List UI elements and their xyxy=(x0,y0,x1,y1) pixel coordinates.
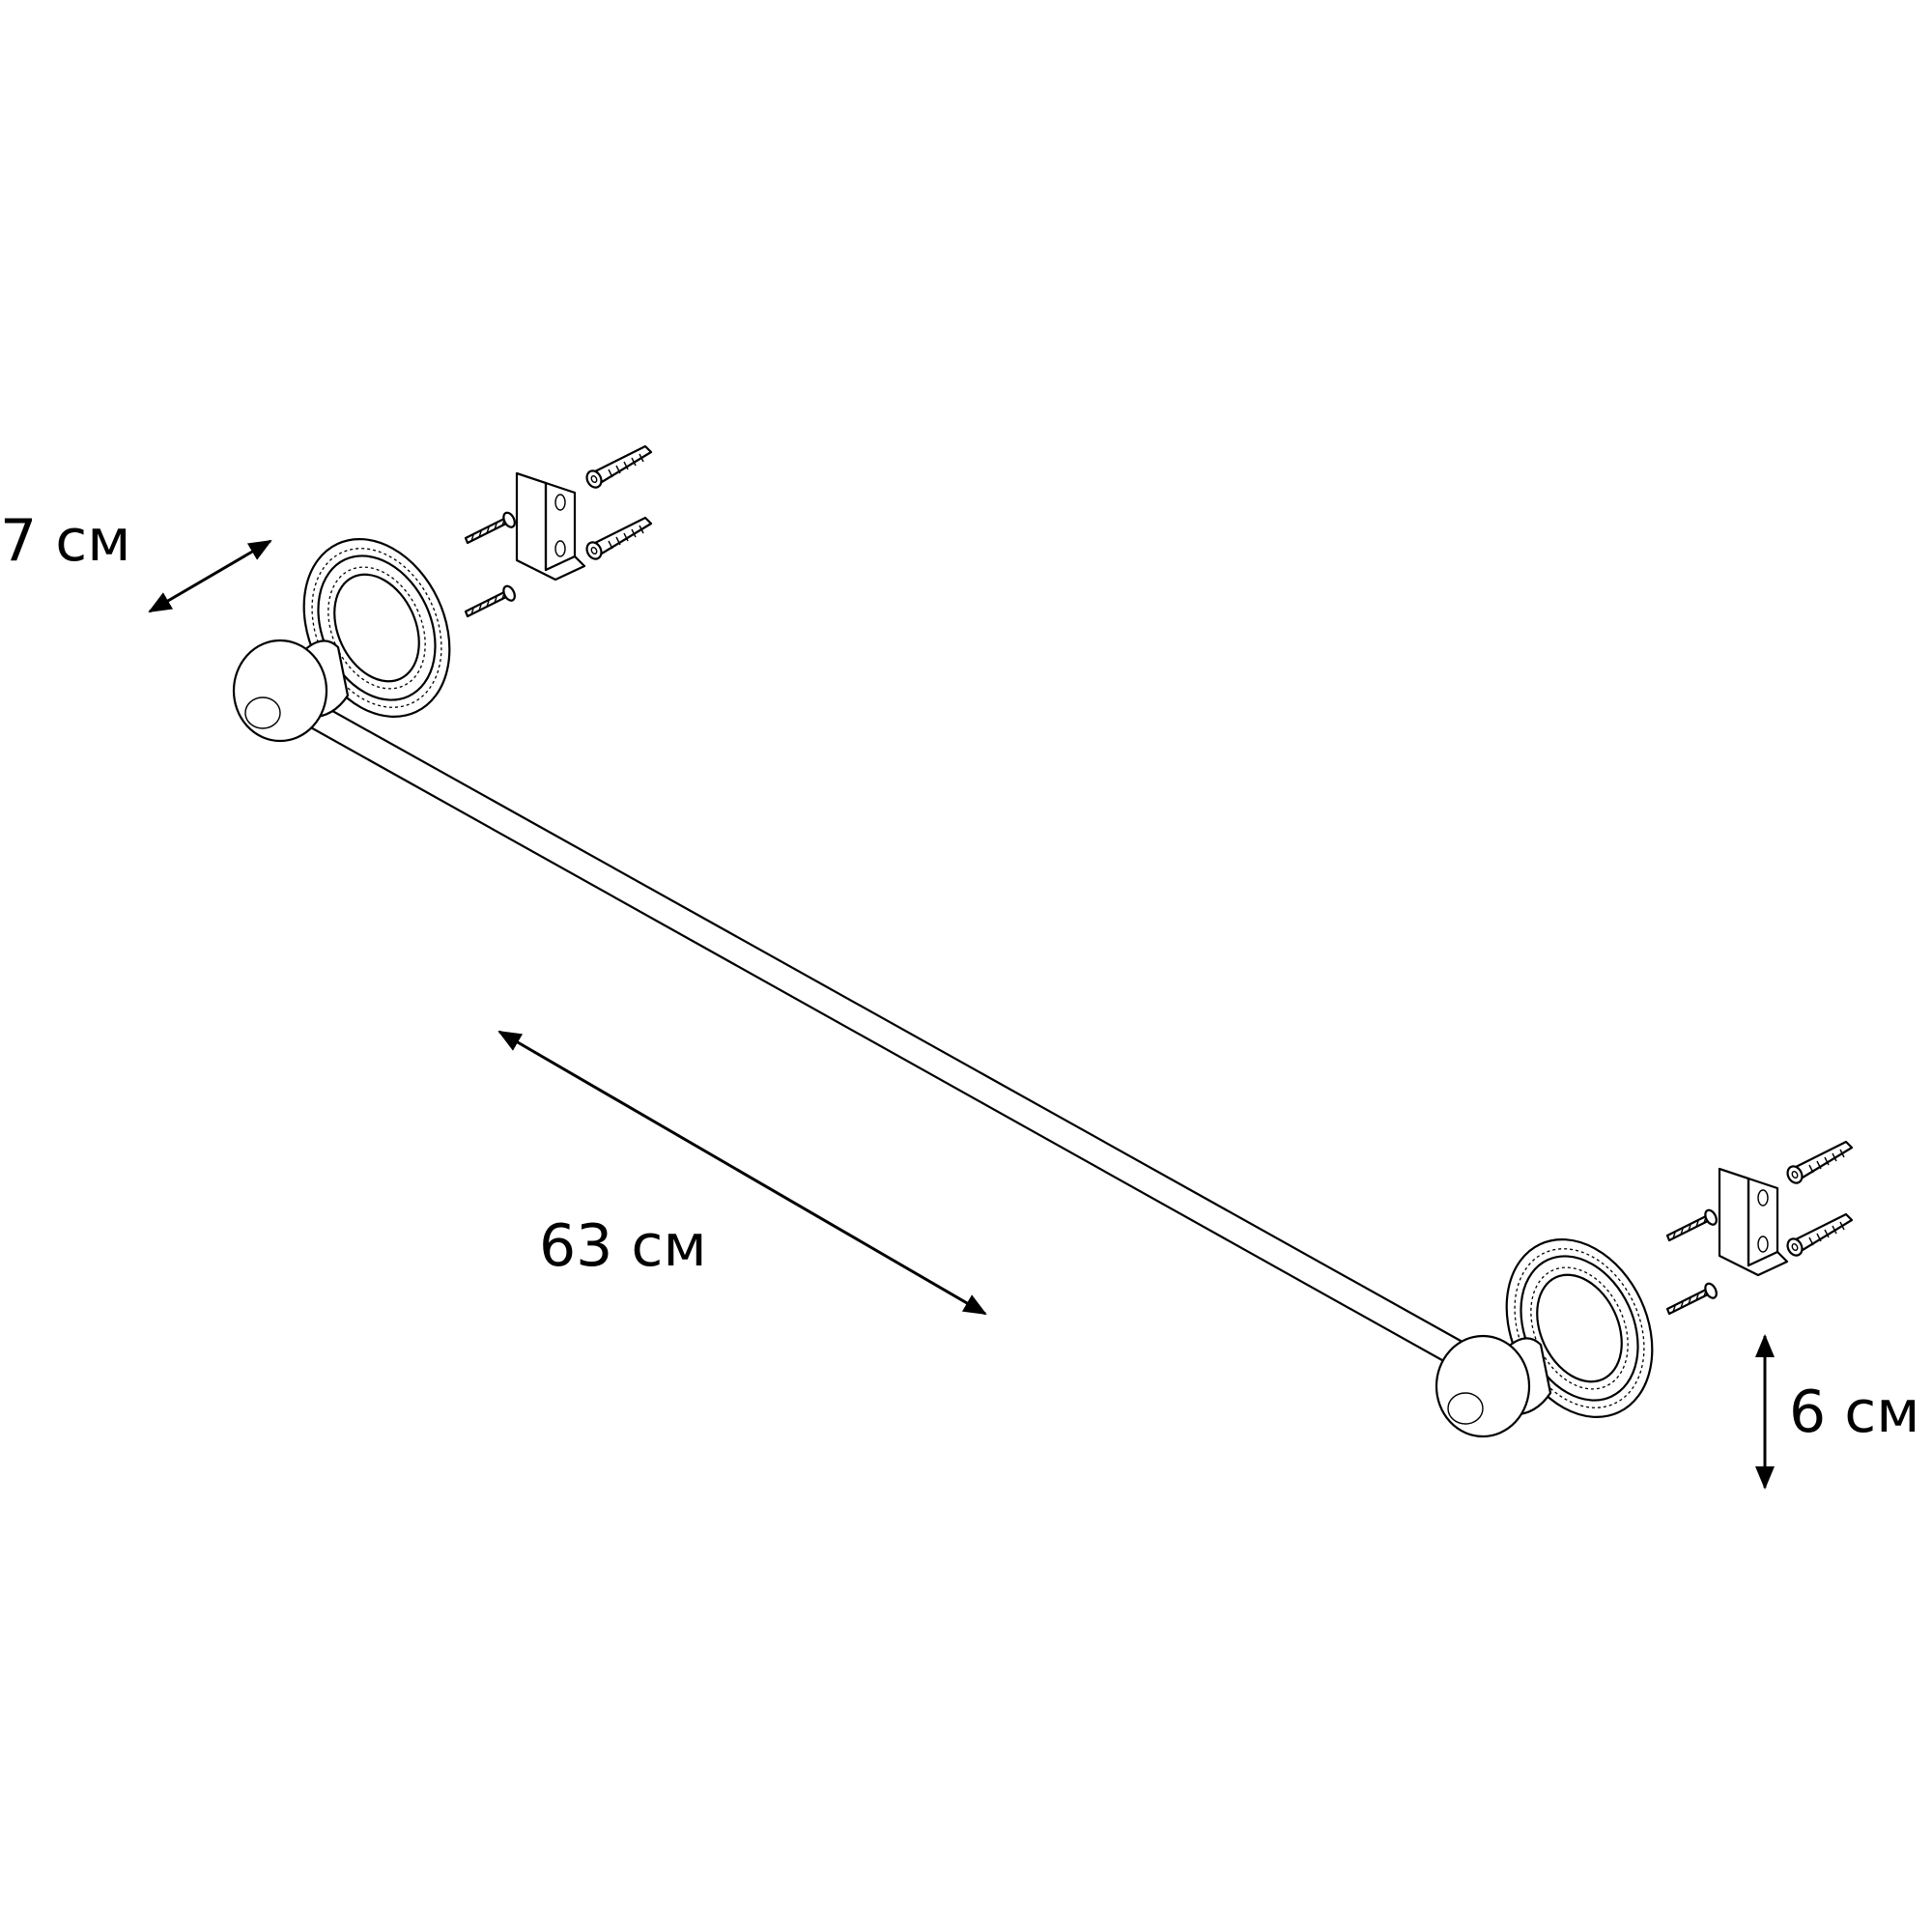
right-dowel-bottom xyxy=(1783,1212,1854,1260)
left-bracket xyxy=(515,471,586,582)
left-mounting-hardware xyxy=(464,444,653,618)
left-dowel-top xyxy=(582,444,653,492)
right-bracket xyxy=(1718,1167,1789,1277)
right-wall-mount xyxy=(1435,1214,1682,1442)
left-wall-mount xyxy=(232,514,479,743)
length-dimension-label: 63 см xyxy=(539,1212,707,1280)
right-mounting-hardware xyxy=(1665,1140,1854,1316)
height-dimension-label: 6 см xyxy=(1789,1378,1920,1446)
length-dimension-arrow xyxy=(497,1030,987,1316)
right-screw-bottom xyxy=(1665,1280,1720,1316)
left-screw-bottom xyxy=(464,582,519,618)
right-bar-end-ball xyxy=(1435,1334,1531,1438)
right-dowel-top xyxy=(1783,1140,1854,1187)
left-dowel-bottom xyxy=(582,516,653,563)
towel-bar-rod xyxy=(290,692,1463,1366)
depth-dimension-arrow xyxy=(148,539,272,613)
left-bar-end-ball xyxy=(232,639,328,743)
left-screw-top xyxy=(464,509,519,545)
depth-dimension-label: 7 см xyxy=(0,507,131,575)
right-screw-top xyxy=(1665,1207,1720,1242)
